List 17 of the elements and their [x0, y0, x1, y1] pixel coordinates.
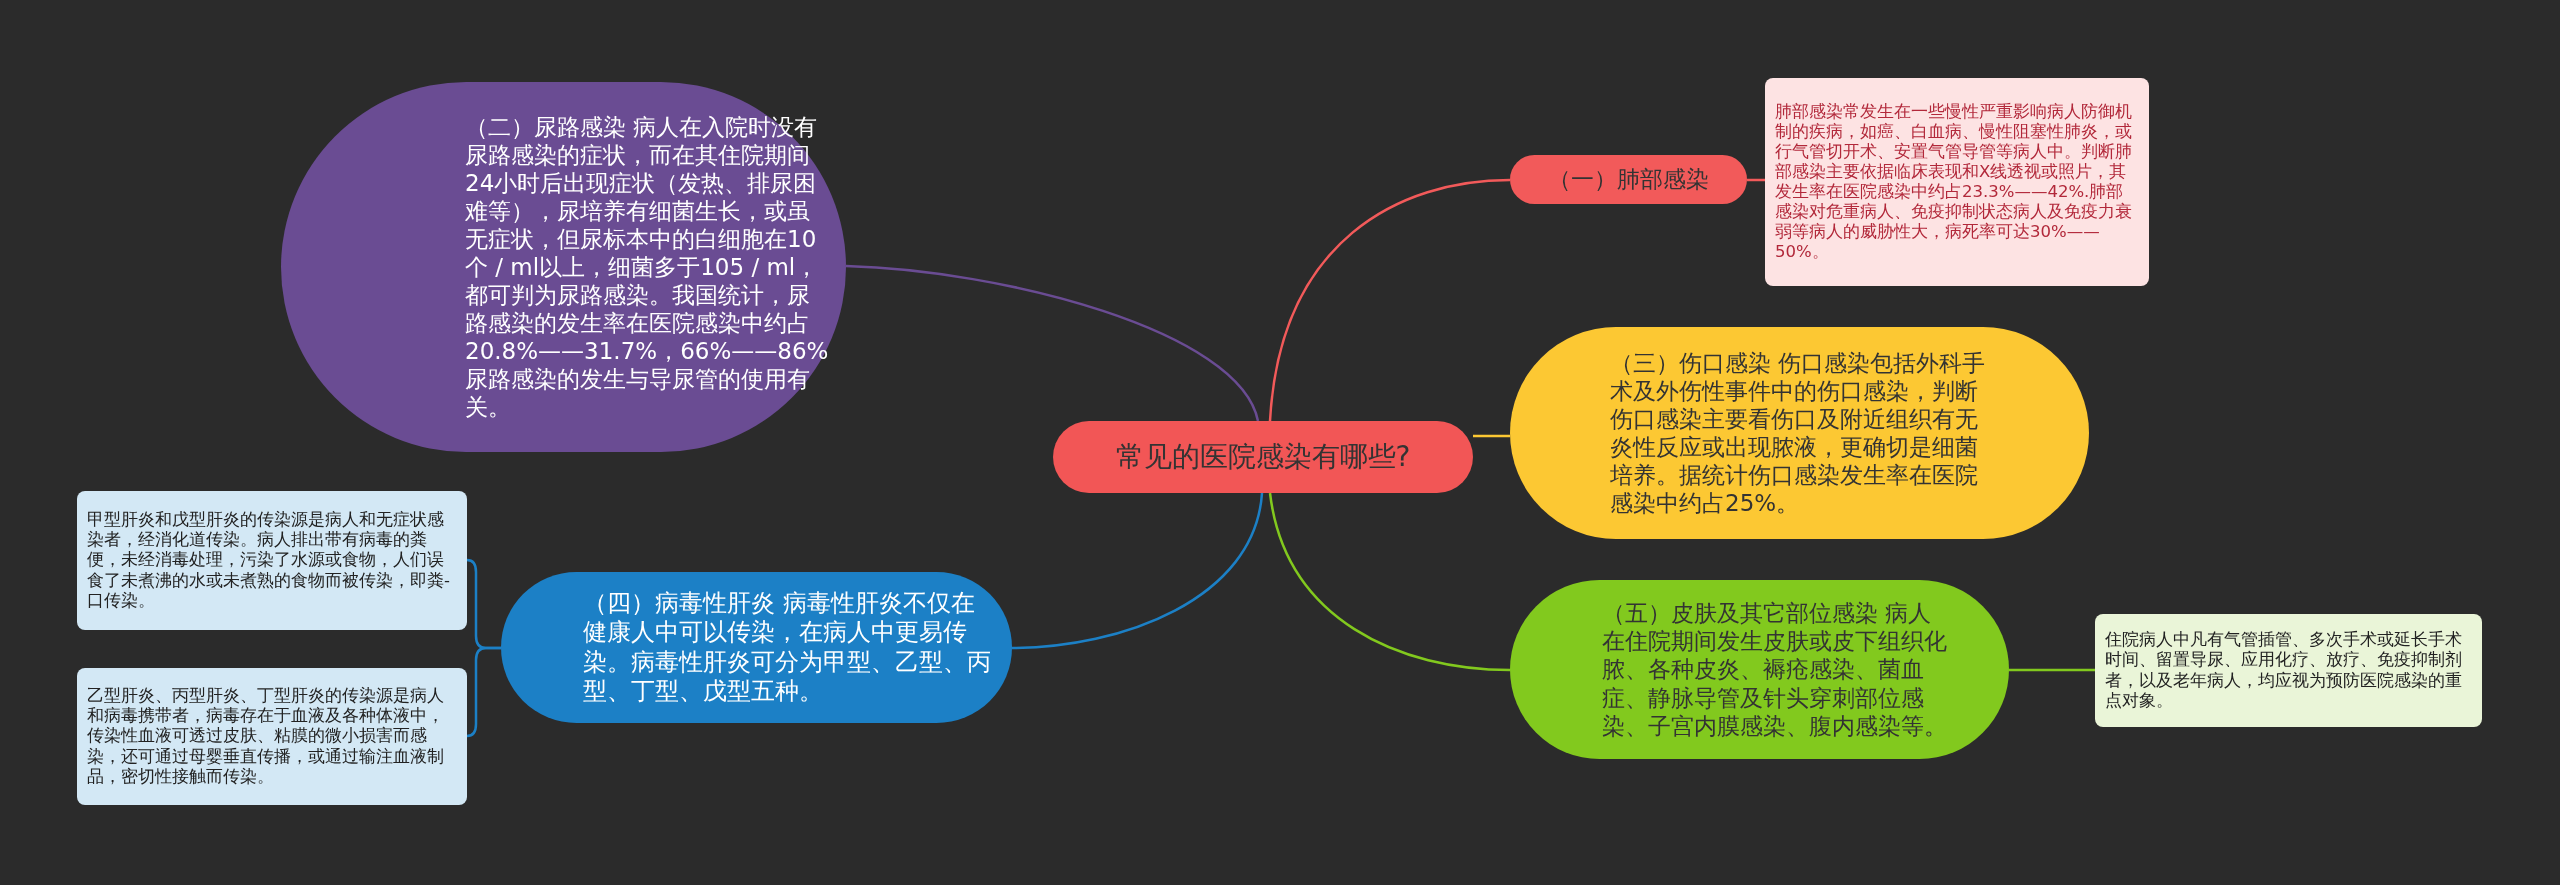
connector-line	[845, 264, 1260, 422]
connector-line	[1268, 492, 1511, 672]
note-box: 甲型肝炎和戊型肝炎的传染源是病人和无症状感染者，经消化道传染。病人排出带有病毒的粪便，未经消毒处理，污染了水源或食物，人们误食了未煮沸的水或未煮熟的食物而被传染，即粪-口传染。	[77, 491, 467, 630]
connector-line	[1011, 492, 1264, 650]
connector-line	[1473, 434, 1510, 438]
connector-line	[466, 646, 501, 738]
topic-bubble: （三）伤口感染 伤口感染包括外科手术及外伤性事件中的伤口感染，判断伤口感染主要看伤口及附近组织有无炎性反应或出现脓液，更确切是细菌培养。据统计伤口感染发生率在医院感染中约占25%。	[1510, 327, 2089, 539]
connector-line	[1268, 178, 1511, 422]
topic-bubble: （一）肺部感染	[1510, 155, 1747, 204]
note-box: 乙型肝炎、丙型肝炎、丁型肝炎的传染源是病人和病毒携带者，病毒存在于血液及各种体液中，传染性血液可透过皮肤、粘膜的微小损害而感染，还可通过母婴垂直传播，或通过输注血液制品，密切性接触而传染。	[77, 668, 467, 805]
topic-bubble: （五）皮肤及其它部位感染 病人在住院期间发生皮肤或皮下组织化脓、各种皮炎、褥疮感染、菌血症、静脉导管及针头穿刺部位感染、子宫内膜感染、腹内感染等。	[1510, 580, 2009, 759]
note-box: 肺部感染常发生在一些慢性严重影响病人防御机制的疾病，如癌、白血病、慢性阻塞性肺炎，或行气管切开术、安置气管导管等病人中。判断肺部感染主要依据临床表现和X线透视或照片，其发生率在医院感染中约占23.3%——42%.肺部感染对危重病人、免疫抑制状态病人及免疫力衰弱等病人的威胁性大，病死率可达30%——50%。	[1765, 78, 2149, 286]
topic-bubble: （二）尿路感染 病人在入院时没有尿路感染的症状，而在其住院期间24小时后出现症状（发热、排尿困难等），尿培养有细菌生长，或虽无症状，但尿标本中的白细胞在10个 / ml以上，细菌多于105 / ml，都可判为尿路感染。我国统计，尿路感染的发生率在医院感染中约占20.8%——31.7%，66%——86%尿路感染的发生与导尿管的使用有关。	[281, 82, 846, 452]
central-topic: 常见的医院感染有哪些?	[1053, 421, 1473, 493]
connector-line	[2009, 668, 2095, 672]
topic-bubble: （四）病毒性肝炎 病毒性肝炎不仅在健康人中可以传染，在病人中更易传染。病毒性肝炎可分为甲型、乙型、丙型、丁型、戊型五种。	[501, 572, 1012, 723]
note-box: 住院病人中凡有气管插管、多次手术或延长手术时间、留置导尿、应用化疗、放疗、免疫抑制剂者，以及老年病人，均应视为预防医院感染的重点对象。	[2095, 614, 2482, 727]
